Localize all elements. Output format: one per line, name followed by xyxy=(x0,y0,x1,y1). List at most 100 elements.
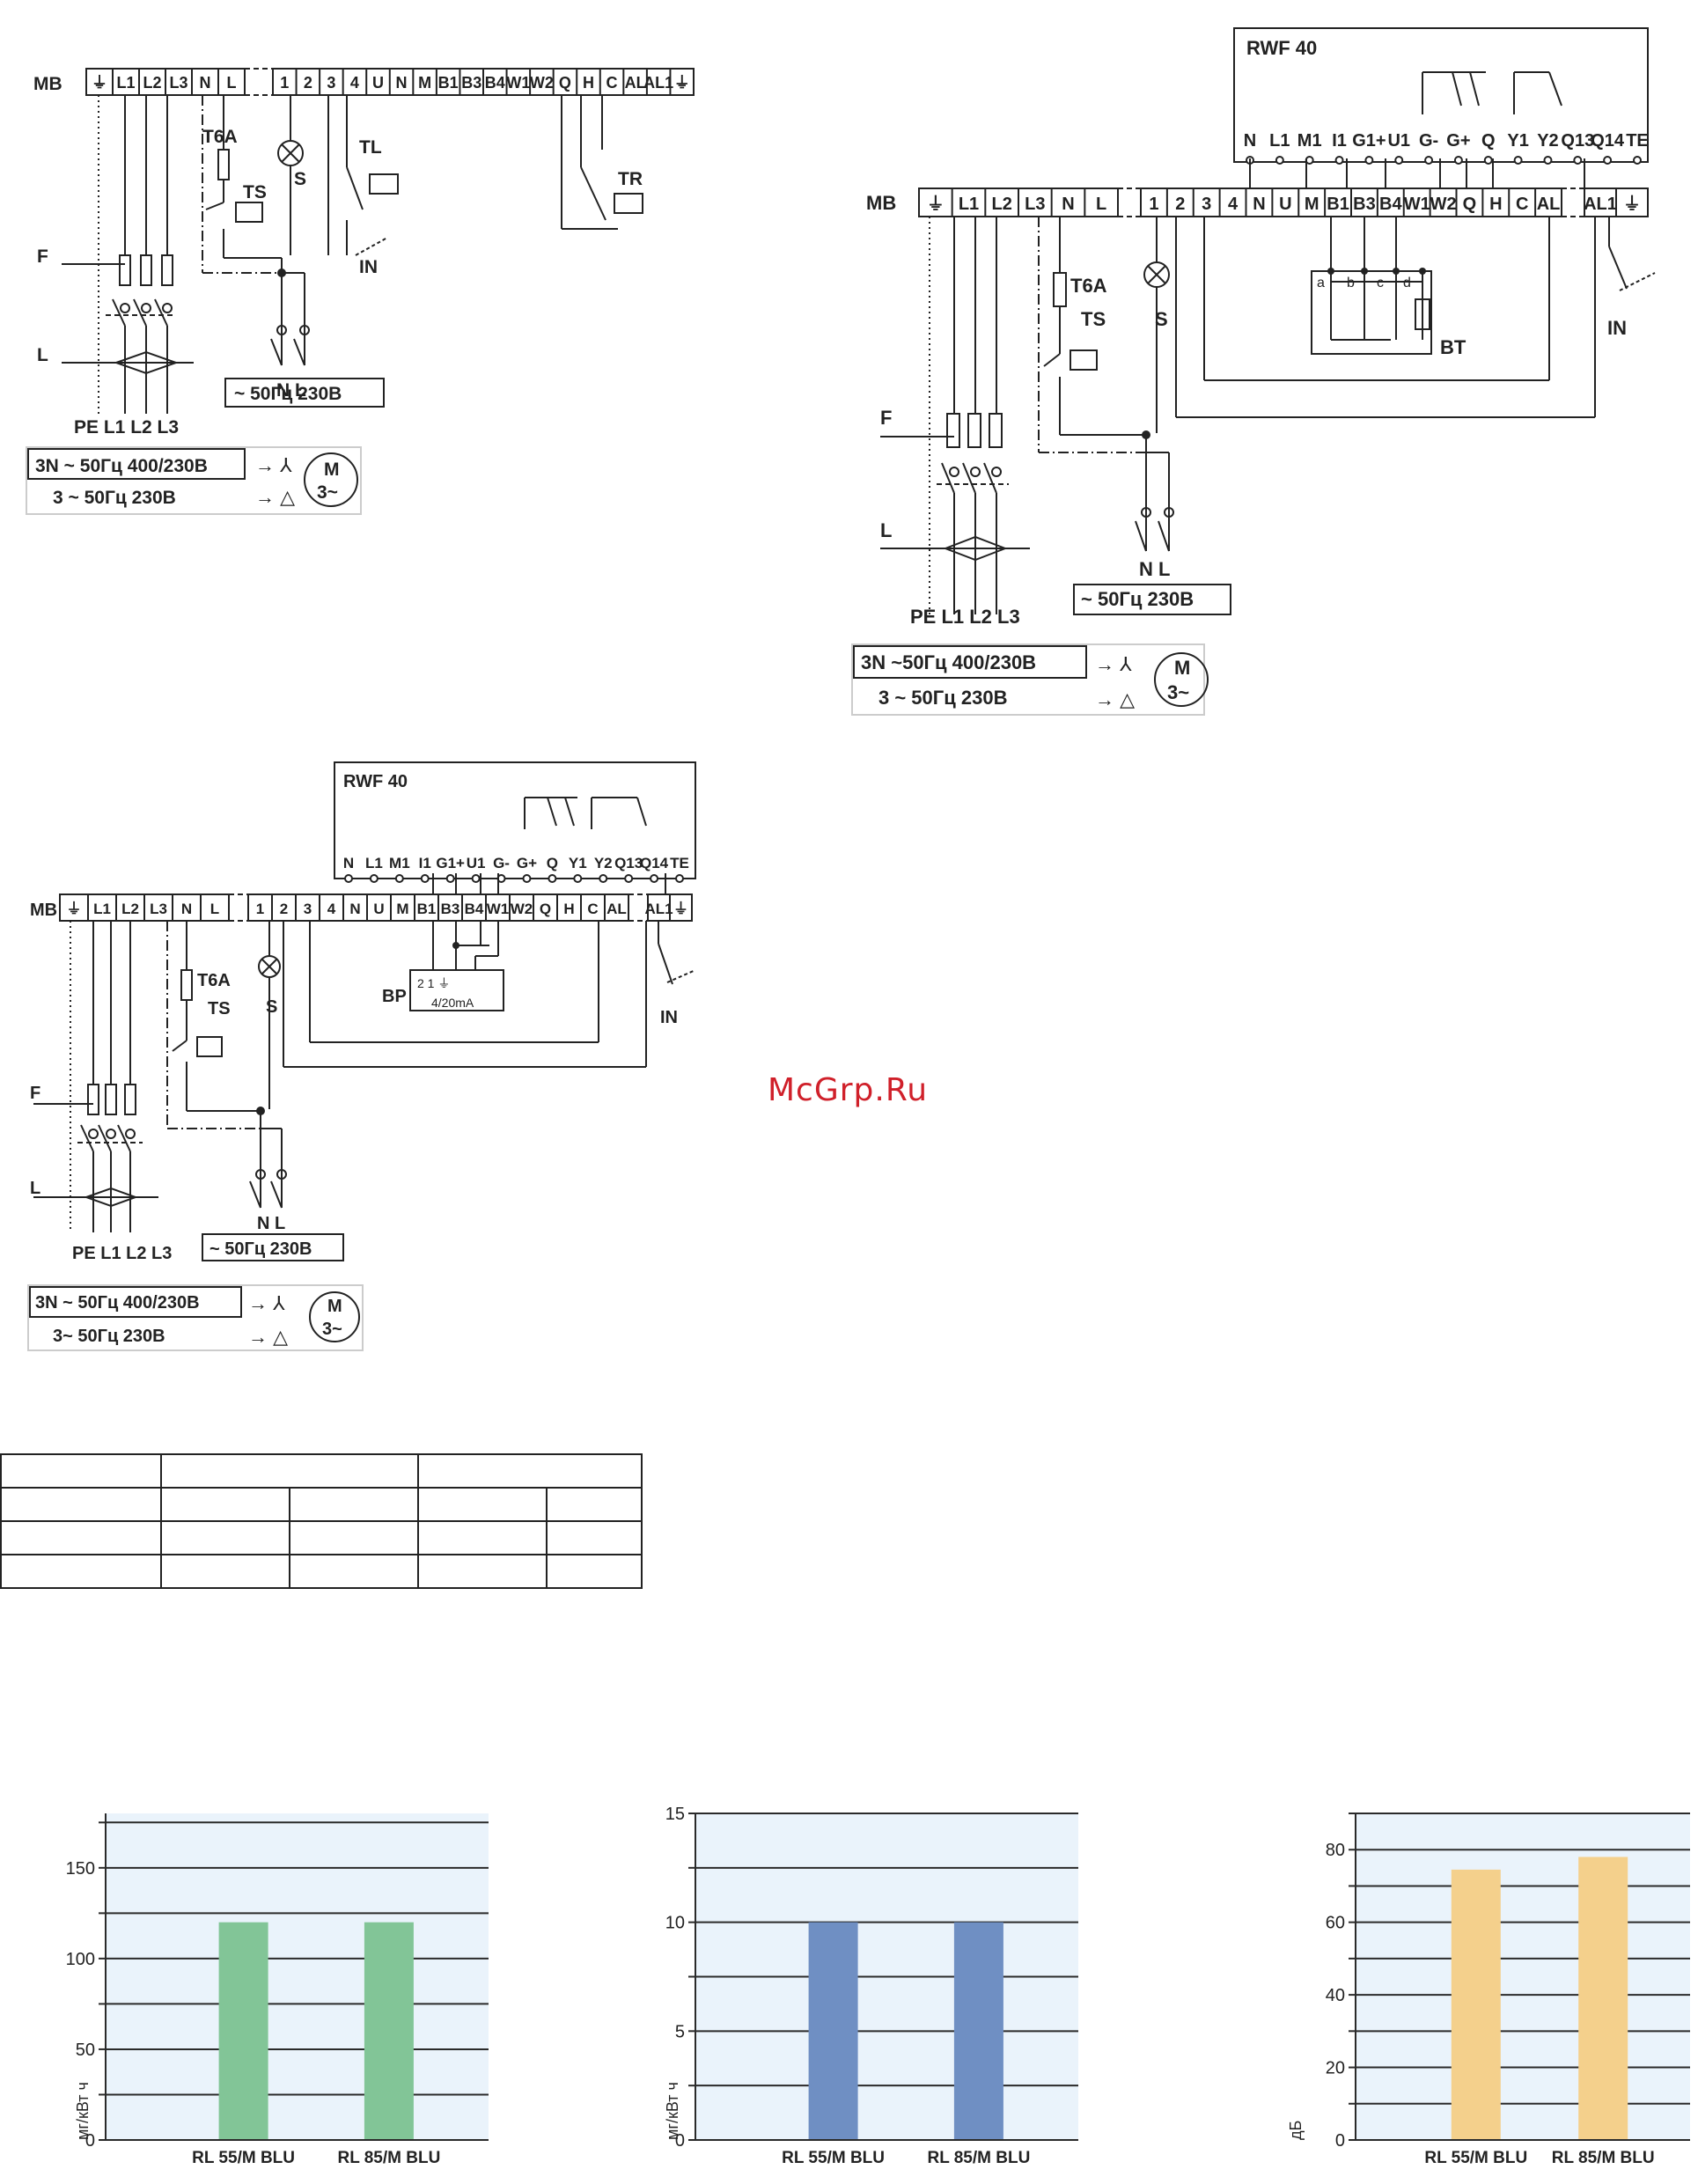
d2-strip-terminal: L3 xyxy=(1025,195,1045,214)
d2-strip-terminal: B1 xyxy=(1327,195,1349,214)
d3-rwf-title: RWF 40 xyxy=(343,772,408,791)
d3-strip-terminal: ⏚ xyxy=(673,901,688,917)
d3-l-label: L xyxy=(30,1179,40,1198)
d3-strip-terminal: 3 xyxy=(304,901,312,917)
d2-strip-terminal: M xyxy=(1305,195,1319,214)
rwf-pin xyxy=(420,874,430,883)
rwf-pin-label: G+ xyxy=(517,855,537,871)
d1-strip-terminal: L1 xyxy=(116,74,135,92)
rwf-pin xyxy=(522,874,532,883)
rwf-pin xyxy=(471,874,481,883)
rwf-pin xyxy=(599,874,608,883)
d1-strip-terminal: B1 xyxy=(438,74,459,92)
d3-supply: ~ 50Гц 230В xyxy=(209,1239,312,1259)
rwf-pin-label: Y2 xyxy=(594,855,613,871)
d1-strip-terminal: B4 xyxy=(485,74,505,92)
d3-bp-label: BP xyxy=(382,987,407,1006)
d1-nl-label: N L xyxy=(276,380,306,401)
d1-strip-terminal: AL1 xyxy=(643,74,673,92)
bar xyxy=(218,1922,268,2140)
table-row xyxy=(0,1520,643,1555)
d2-t6a-label: T6A xyxy=(1070,275,1107,297)
d3-motor-letter: M xyxy=(327,1297,342,1316)
d3-strip-terminal: U xyxy=(373,901,384,917)
d1-mb-label: MB xyxy=(33,74,62,94)
rwf-pin xyxy=(1633,156,1642,165)
d2-rwf-title: RWF 40 xyxy=(1246,37,1317,59)
d2-strip-terminal: 1 xyxy=(1149,195,1158,214)
d1-strip-terminal: Q xyxy=(559,74,571,92)
d2-bt-pin-c: c xyxy=(1377,276,1384,290)
d2-bt-pin-a: a xyxy=(1317,276,1325,290)
d2-strip-terminal: C xyxy=(1516,195,1528,214)
d2-in-label: IN xyxy=(1607,317,1627,339)
rwf-pin-label: Q xyxy=(547,855,558,871)
d3-in-label: IN xyxy=(660,1008,678,1027)
d1-strip-terminal: B3 xyxy=(461,74,481,92)
d1-pe-label: PE L1 L2 L3 xyxy=(74,417,179,438)
rwf-pin-label: M1 xyxy=(389,855,410,871)
d3-strip-terminal: 4 xyxy=(327,901,336,917)
y-tick-label: 40 xyxy=(1326,1986,1345,2005)
y-tick-label: 80 xyxy=(1326,1841,1345,1860)
d2-strip-terminal: B4 xyxy=(1379,195,1402,214)
d3-strip-terminal: L xyxy=(210,901,219,917)
plot-area xyxy=(1356,1813,1690,2140)
rwf-pin xyxy=(1603,156,1613,165)
d1-strip-terminal: 3 xyxy=(327,74,335,92)
d2-bt-pin-d: d xyxy=(1403,276,1411,290)
d1-t6a-label: T6A xyxy=(202,127,238,147)
table-row xyxy=(0,1453,643,1489)
rwf-pin-label: Y2 xyxy=(1537,131,1558,151)
d1-strip-terminal: 2 xyxy=(304,74,312,92)
rwf-pin-label: I1 xyxy=(1332,131,1347,151)
d2-f-label: F xyxy=(880,407,892,429)
d1-strip-terminal: U xyxy=(372,74,384,92)
rwf-pin-label: N xyxy=(1244,131,1256,151)
table-row xyxy=(0,1554,643,1589)
d1-strip-terminal: N xyxy=(200,74,211,92)
d3-motor-line2: 3~ 50Гц 230В xyxy=(53,1327,165,1346)
bar xyxy=(1578,1857,1628,2140)
bar xyxy=(953,1922,1003,2140)
d2-l-label: L xyxy=(880,519,892,541)
d2-strip-terminal: N xyxy=(1062,195,1074,214)
rwf-pin-label: L1 xyxy=(365,855,383,871)
d2-strip-terminal: ⏚ xyxy=(927,194,945,214)
d2-arrow-delta: → △ xyxy=(1095,688,1135,710)
rwf-pin xyxy=(624,874,634,883)
rwf-pin xyxy=(573,874,583,883)
d3-strip-terminal: B4 xyxy=(465,901,484,917)
d1-motor-line1: 3N ~ 50Гц 400/230В xyxy=(35,456,208,476)
d2-strip-terminal: U xyxy=(1279,195,1291,214)
d2-nl-label: N L xyxy=(1139,558,1170,580)
d3-s-label: S xyxy=(266,997,277,1017)
rwf-pin-label: Q xyxy=(1481,131,1496,151)
rwf-pin xyxy=(344,874,353,883)
d1-strip-terminal: H xyxy=(583,74,594,92)
bar xyxy=(364,1922,414,2140)
d2-strip-terminal: B3 xyxy=(1353,195,1376,214)
watermark: McGrp.Ru xyxy=(768,1072,929,1108)
d2-strip-terminal: W1 xyxy=(1404,195,1430,214)
d3-strip-terminal: ⏚ xyxy=(67,901,82,917)
rwf-pin-label: Q13 xyxy=(614,855,643,871)
y-tick-label: 20 xyxy=(1326,2059,1345,2078)
rwf-pin-label: G1+ xyxy=(436,855,465,871)
d3-strip-terminal: Q xyxy=(540,901,551,917)
rwf-pin xyxy=(445,874,455,883)
d3-nl-label: N L xyxy=(257,1214,285,1233)
d2-strip-terminal: L xyxy=(1096,195,1106,214)
rwf-pin-label: TE xyxy=(1626,131,1649,151)
rwf-pin xyxy=(650,874,659,883)
d3-strip-terminal: N xyxy=(181,901,192,917)
x-tick-label: RL 85/M BLU xyxy=(927,2149,1030,2167)
y-axis-label: дБ xyxy=(1287,2121,1305,2140)
d3-strip-terminal: L3 xyxy=(150,901,167,917)
y-tick-label: 100 xyxy=(66,1950,95,1969)
d1-arrow-star: → ⅄ xyxy=(255,454,292,476)
rwf-pin-label: Q14 xyxy=(1591,131,1625,151)
rwf-pin-label: Q13 xyxy=(1561,131,1594,151)
